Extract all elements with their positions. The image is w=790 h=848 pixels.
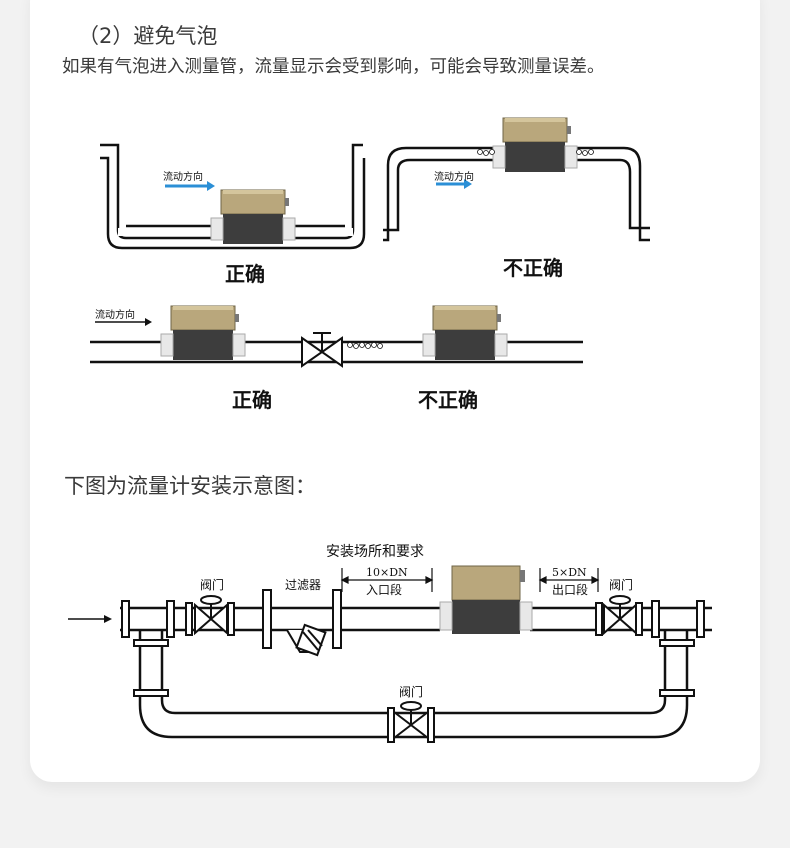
valve-right [603,595,637,636]
outlet-section-label: 出口段 [552,583,589,597]
filter [286,623,327,657]
valve-label-left: 阀门 [200,578,225,592]
installation-site-title: 安装场所和要求 [326,544,424,560]
valve-label-right: 阀门 [609,578,634,592]
flow-direction-label-1: 流动方向 [163,172,203,183]
flow-direction-label-2: 流动方向 [434,172,474,183]
label-incorrect-2: 不正确 [418,388,478,412]
valve-bypass [387,701,435,743]
flow-direction-label-3: 流动方向 [95,310,135,321]
bubbles-top [477,149,594,156]
content-card [30,0,760,782]
inlet-arrow [68,615,112,623]
label-correct-2: 正确 [232,388,272,412]
main-pipe [120,606,712,739]
install-flowmeter [439,565,533,634]
flow-arrow-2 [436,179,472,189]
inlet-length-label: 10×DN [366,566,408,579]
flow-arrow-3 [95,318,152,326]
outlet-length-label: 5×DN [552,566,587,579]
inlet-section-label: 入口段 [366,583,403,597]
flanges [121,589,705,697]
valve-left [194,595,228,636]
outlet-dimension [538,568,600,592]
section-title: （2）避免气泡 [78,24,218,48]
inlet-dimension [340,568,434,592]
valve-label-bypass: 阀门 [399,685,424,699]
label-correct-1: 正确 [225,262,265,286]
installation-heading: 下图为流量计安装示意图： [64,474,316,498]
flow-arrow-1 [165,181,215,191]
section-description: 如果有气泡进入测量管，流量显示会受到影响，可能会导致测量误差。 [62,57,605,77]
label-incorrect-1: 不正确 [503,256,563,280]
gate-valve-1 [301,332,343,368]
filter-label: 过滤器 [285,578,322,592]
bubbles-valve [347,342,383,349]
